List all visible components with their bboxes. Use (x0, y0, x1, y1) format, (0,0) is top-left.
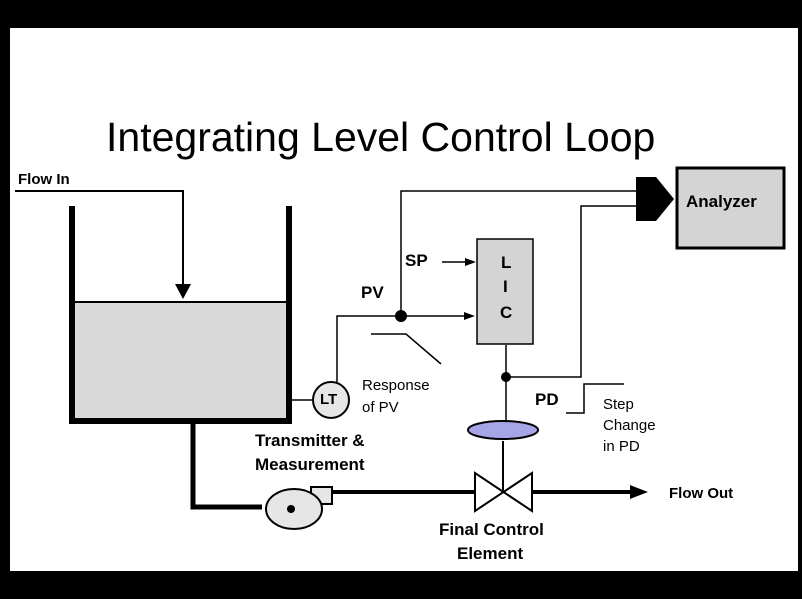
pv-analyzer-line (400, 190, 640, 316)
analyzer-label: Analyzer (686, 192, 757, 211)
flow-out-arrowhead (630, 485, 648, 499)
final-control-label-line1: Final Control (439, 520, 544, 539)
step-label-line3: in PD (603, 438, 640, 455)
level-transmitter (312, 381, 350, 419)
lic-letter-c: C (500, 303, 513, 322)
lic-controller-box (476, 238, 534, 345)
slide-background (10, 28, 798, 571)
pv-label: PV (361, 283, 384, 302)
analyzer-input-arrow (636, 177, 674, 221)
lic-letter-l: L (501, 253, 512, 272)
tank-walls (69, 206, 292, 424)
valve-actuator (467, 420, 539, 440)
pump (265, 486, 333, 530)
pd-step-change-curve (566, 383, 624, 414)
outlet-pipe (190, 421, 262, 510)
flow-in-arrow (15, 190, 191, 299)
sp-arrowhead (465, 258, 476, 266)
lic-letter-i: I (503, 277, 508, 296)
tank-liquid (75, 302, 286, 418)
transmitter-label-line2: Measurement (255, 455, 365, 474)
control-valve (474, 441, 533, 513)
pv-arrowhead (464, 312, 475, 320)
lt-label: LT (320, 391, 338, 408)
final-control-label-line2: Element (457, 544, 524, 563)
pv-signal-line (336, 315, 465, 382)
diagram-title: Integrating Level Control Loop (106, 114, 656, 160)
tank (69, 206, 292, 424)
flow-out-label: Flow Out (669, 485, 734, 502)
pd-label: PD (535, 390, 559, 409)
response-label-line2: of PV (362, 399, 399, 416)
transmitter-label-line1: Transmitter & (255, 431, 365, 450)
analyzer-box (675, 166, 786, 250)
sp-label: SP (405, 251, 428, 270)
pv-response-curve (371, 333, 442, 365)
response-label-line1: Response (362, 377, 430, 394)
flow-in-label: Flow In (18, 171, 70, 188)
pd-signal-line (506, 205, 636, 378)
step-label-line1: Step (603, 396, 634, 413)
step-label-line2: Change (603, 417, 656, 434)
